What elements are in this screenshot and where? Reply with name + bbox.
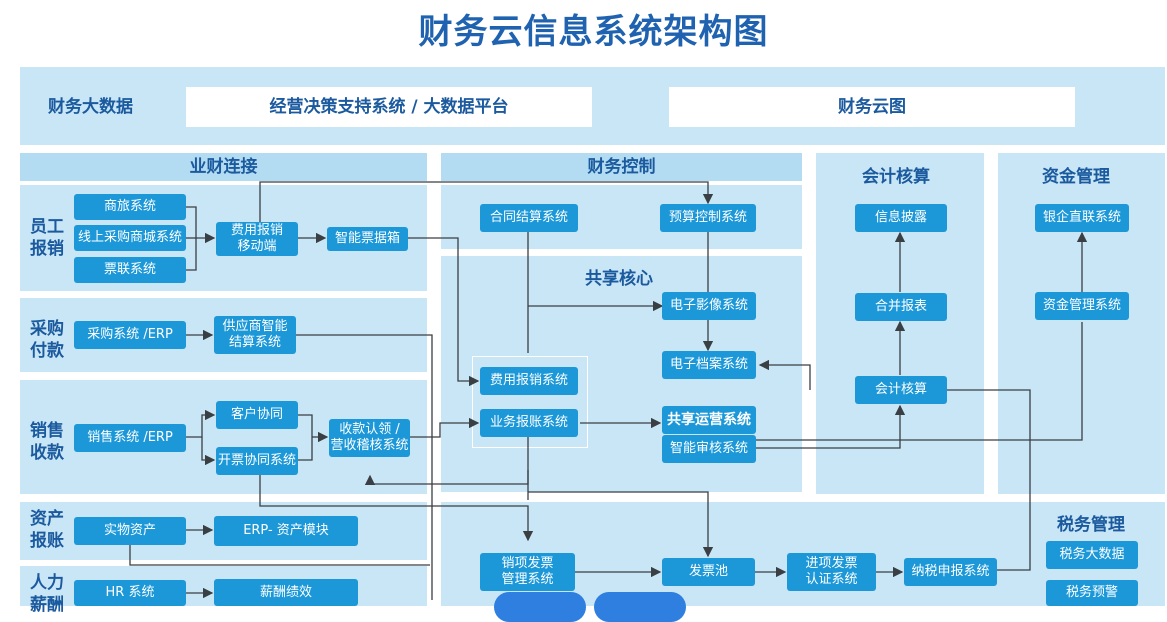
node-invoice-pool: 发票池 <box>662 558 755 586</box>
overlay-pill-left[interactable] <box>494 592 586 622</box>
node-e-image: 电子影像系统 <box>662 292 756 320</box>
employee-label: 员工 报销 <box>30 217 64 259</box>
node-online-mall: 线上采购商城系统 <box>74 225 186 251</box>
node-invoice-collab: 开票协同系统 <box>216 447 298 475</box>
shared-core-highlight <box>472 356 588 448</box>
big-data-label: 财务大数据 <box>48 97 133 117</box>
node-sales-erp: 销售系统 /ERP <box>74 424 186 452</box>
accounting-header: 会计核算 <box>862 167 930 187</box>
node-shared-ops: 共享运营系统 <box>662 406 756 434</box>
sales-label: 销售 收款 <box>30 421 64 463</box>
node-fund-mgmt: 资金管理系统 <box>1035 292 1129 320</box>
node-expense-mobile: 费用报销 移动端 <box>216 222 298 256</box>
node-salary: 薪酬绩效 <box>214 579 358 606</box>
node-merge: 合并报表 <box>855 293 947 321</box>
diagram-title: 财务云信息系统架构图 <box>418 12 769 52</box>
node-hr-system: HR 系统 <box>74 580 186 606</box>
finance-cloud-map-box: 财务云图 <box>669 87 1075 127</box>
node-budget: 预算控制系统 <box>660 204 756 232</box>
control-header: 财务控制 <box>441 153 802 181</box>
node-purchase-erp: 采购系统 /ERP <box>74 321 186 349</box>
node-bank: 银企直联系统 <box>1035 204 1129 232</box>
node-acct: 会计核算 <box>855 376 947 404</box>
node-tax-alert: 税务预警 <box>1046 580 1138 606</box>
node-erp-asset: ERP- 资产模块 <box>214 516 358 546</box>
decision-support-box: 经营决策支持系统 / 大数据平台 <box>186 87 592 127</box>
node-smart-ticket: 智能票据箱 <box>327 227 408 251</box>
node-piaolian: 票联系统 <box>74 257 186 283</box>
node-supplier: 供应商智能 结算系统 <box>214 316 296 354</box>
overlay-pill-right[interactable] <box>594 592 686 622</box>
node-expense-sys: 费用报销系统 <box>480 367 578 395</box>
funds-header: 资金管理 <box>1042 167 1110 187</box>
node-input-invoice: 进项发票 认证系统 <box>787 553 876 591</box>
node-physical-asset: 实物资产 <box>74 517 186 545</box>
node-customer: 客户协同 <box>216 401 298 429</box>
tax-header: 税务管理 <box>1057 515 1125 535</box>
node-tax-bigdata: 税务大数据 <box>1046 541 1138 569</box>
shared-header: 共享核心 <box>585 269 653 289</box>
node-smart-audit: 智能审核系统 <box>662 435 756 463</box>
assets-label: 资产 报账 <box>30 509 64 551</box>
node-shanglv: 商旅系统 <box>74 194 186 220</box>
connector-arrows <box>129 181 1088 600</box>
node-contract: 合同结算系统 <box>480 204 578 232</box>
purchase-label: 采购 付款 <box>30 319 64 361</box>
node-e-archive: 电子档案系统 <box>662 351 756 379</box>
node-disclosure: 信息披露 <box>855 204 947 232</box>
node-sales-invoice: 销项发票 管理系统 <box>480 553 575 591</box>
node-tax-declaration: 纳税申报系统 <box>904 558 997 586</box>
yecai-header: 业财连接 <box>20 153 427 181</box>
node-business-sys: 业务报账系统 <box>480 409 578 437</box>
node-receipt: 收款认领 / 营收稽核系统 <box>329 419 410 457</box>
